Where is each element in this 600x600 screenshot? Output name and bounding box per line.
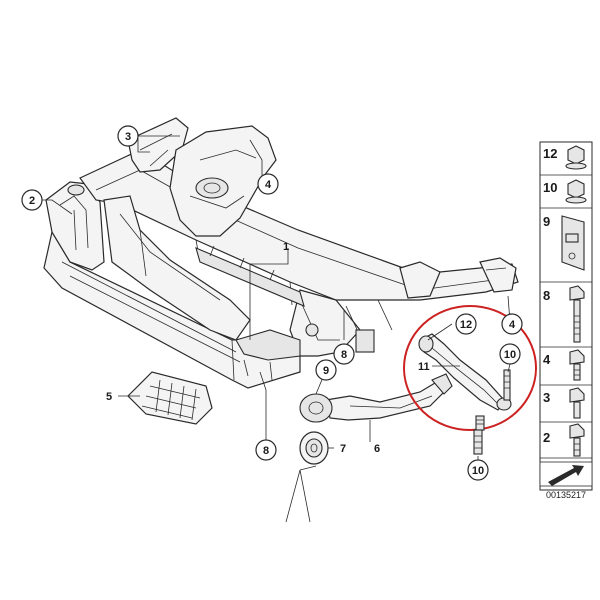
svg-text:10: 10 xyxy=(504,349,516,361)
lower-control-arm xyxy=(299,373,453,423)
legend-item-4: 4 xyxy=(543,349,585,381)
legend-item-10: 10 xyxy=(543,179,587,204)
svg-text:2: 2 xyxy=(29,195,35,207)
svg-text:3: 3 xyxy=(125,131,131,143)
svg-text:12: 12 xyxy=(543,146,557,161)
svg-text:4: 4 xyxy=(509,319,516,331)
legend-item-12: 12 xyxy=(543,145,587,170)
callout-5: 5 xyxy=(106,391,112,403)
legend-item-8: 8 xyxy=(543,285,585,343)
svg-text:8: 8 xyxy=(341,349,347,361)
hardware-legend: 12 10 9 8 4 xyxy=(539,141,593,500)
legend-item-9: 9 xyxy=(543,214,585,271)
svg-text:2: 2 xyxy=(543,430,550,445)
svg-text:9: 9 xyxy=(323,365,329,377)
shield-plate xyxy=(127,371,213,425)
upper-control-arm xyxy=(418,333,512,431)
callout-1: 1 xyxy=(283,241,289,253)
svg-text:8: 8 xyxy=(543,288,550,303)
direction-arrow-icon xyxy=(539,461,593,487)
callout-2: 2 xyxy=(21,189,43,211)
callout-3: 3 xyxy=(117,125,139,147)
callout-10-lower: 10 xyxy=(467,459,489,481)
callout-8-middle: 8 xyxy=(333,343,355,365)
callout-10-upper: 10 xyxy=(499,343,521,365)
svg-text:3: 3 xyxy=(543,390,550,405)
svg-text:1: 1 xyxy=(283,241,289,253)
legend-item-3: 3 xyxy=(543,387,585,419)
callout-4-right: 4 xyxy=(501,313,523,335)
svg-text:5: 5 xyxy=(106,391,112,403)
legend-item-2: 2 xyxy=(543,423,585,457)
reference-number: 00135217 xyxy=(546,490,586,500)
callout-11: 11 xyxy=(418,361,430,373)
callout-9: 9 xyxy=(315,359,337,381)
callout-12: 12 xyxy=(455,313,477,335)
callout-8-left: 8 xyxy=(255,439,277,461)
svg-text:10: 10 xyxy=(472,465,484,477)
callout-6: 6 xyxy=(374,443,380,455)
svg-text:11: 11 xyxy=(418,361,430,373)
highlight-circle xyxy=(403,305,537,431)
svg-text:12: 12 xyxy=(460,319,472,331)
svg-text:9: 9 xyxy=(543,214,550,229)
svg-text:6: 6 xyxy=(374,443,380,455)
svg-text:10: 10 xyxy=(543,180,557,195)
svg-text:8: 8 xyxy=(263,445,269,457)
lower-bolt xyxy=(473,429,483,455)
callout-4-top: 4 xyxy=(257,173,279,195)
bushing xyxy=(299,431,329,465)
svg-text:7: 7 xyxy=(340,443,346,455)
svg-text:4: 4 xyxy=(543,352,551,367)
highlight-region xyxy=(403,305,537,455)
callout-7: 7 xyxy=(340,443,346,455)
svg-text:4: 4 xyxy=(265,179,272,191)
